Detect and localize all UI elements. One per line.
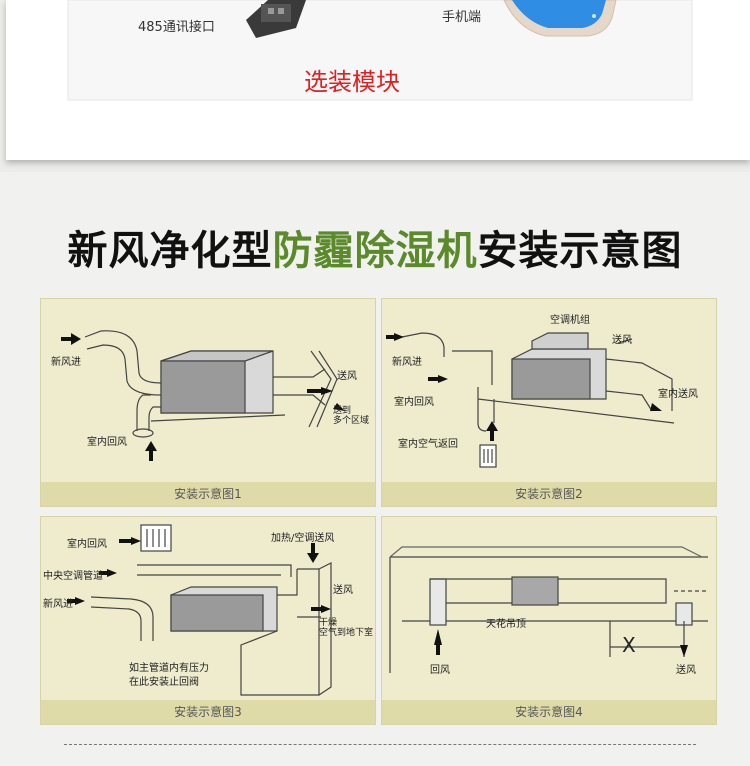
install-diagram-2: 空调机组 送风 新风进 室内送风 室内回风 室内空气返回 安装示意图2 [381,298,717,507]
diagram-1-caption: 安装示意图1 [41,482,375,506]
rs485-board-image [246,0,306,38]
title-part-1: 新风净化型 [67,228,273,274]
indoor-return-label: 室内回风 [87,437,127,448]
fresh-air-in-label-3: 新风进 [43,599,73,610]
check-valve-note-2: 在此安装止回阀 [129,677,199,688]
ceiling-label: 天花吊顶 [486,619,526,630]
x-distance-mark: X [622,633,636,657]
central-duct-label: 中央空调管道 [43,571,103,582]
diagram-4-caption: 安装示意图4 [382,700,716,724]
diagram-2-drawing [386,332,675,468]
return-label-4: 回风 [430,665,450,676]
dry-air-label-2: 空气到地下室 [319,628,374,638]
phone-label: 手机端 [442,10,482,25]
phone-image [503,0,617,37]
diagram-2-caption: 安装示意图2 [382,482,716,506]
indoor-return-label-2: 室内回风 [394,397,434,408]
indoor-air-return-label: 室内空气返回 [398,439,458,450]
diagram-3-drawing [67,524,332,696]
install-diagram-1: 新风进 室内回风 送风 送到 多个区域 安装示意图1 [40,298,376,507]
install-diagram-3: 室内回风 中央空调管道 新风进 加热/空调送风 送风 干燥 空气到地下室 如主管… [40,516,376,725]
diagram-4-drawing [389,546,708,673]
indoor-return-label-3: 室内回风 [67,539,107,550]
bottom-divider [64,744,696,745]
module-illustrations [67,0,693,101]
diagram-1-drawing [61,330,345,461]
to-zones-label-2: 多个区域 [333,416,370,426]
to-zones-label-1: 送到 [333,406,352,416]
title-part-3: 安装示意图 [477,228,683,274]
indoor-supply-label: 室内送风 [658,389,698,400]
supply-label: 送风 [337,371,357,382]
ac-unit-label: 空调机组 [550,315,590,326]
supply-label-2: 送风 [612,335,632,346]
optional-module-label: 选装模块 [304,68,400,96]
port-label: 485通讯接口 [138,20,215,35]
title-part-2: 防霾除湿机 [272,228,478,274]
optional-module-card: 485通讯接口 手机端 选装模块 [6,0,750,160]
supply-label-4: 送风 [676,665,696,676]
dry-air-label-1: 干燥 [319,618,338,628]
fresh-air-in-label: 新风进 [51,357,81,368]
install-diagram-4: 天花吊顶 X 回风 送风 安装示意图4 [381,516,717,725]
page-title: 新风净化型防霾除湿机安装示意图 [0,218,750,276]
check-valve-note-1: 如主管道内有压力 [129,663,209,674]
diagram-3-caption: 安装示意图3 [41,700,375,724]
fresh-air-in-label-2: 新风进 [392,357,422,368]
heating-supply-label: 加热/空调送风 [271,533,335,544]
supply-label-3: 送风 [333,585,353,596]
